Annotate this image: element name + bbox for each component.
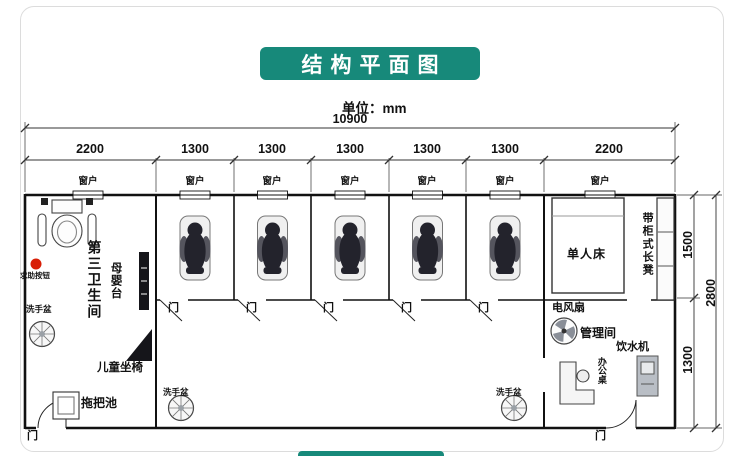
squat-toilet-icon — [179, 215, 211, 281]
stall-door-label: 门 — [478, 302, 489, 314]
wash-basin-label: 洗手盆 — [26, 304, 52, 314]
squat-toilet-icon — [489, 215, 521, 281]
dim-segment: 2200 — [76, 142, 104, 156]
bench-label: 带柜式长凳 — [641, 212, 654, 277]
baby-table-icon — [139, 252, 149, 310]
dim-side-total: 2800 — [704, 278, 719, 307]
window-label: 窗户 — [590, 176, 610, 187]
entry-door-label: 门 — [27, 430, 38, 442]
fan-icon — [550, 317, 579, 346]
accessible-toilet-icon — [37, 198, 97, 248]
dim-segment: 1300 — [336, 142, 364, 156]
bench-icon — [656, 197, 675, 301]
dim-segment: 1300 — [258, 142, 286, 156]
fan-label: 电风扇 — [552, 302, 585, 314]
management-room-label: 管理间 — [580, 326, 617, 340]
dimension-lines — [20, 122, 722, 433]
window-label: 窗户 — [78, 176, 98, 187]
wash-basin-label: 洗手盆 — [163, 387, 189, 397]
water-dispenser-icon — [636, 355, 659, 397]
dim-segment: 1300 — [491, 142, 519, 156]
dim-segment: 1300 — [413, 142, 441, 156]
mop-pool-label: 拖把池 — [81, 396, 118, 410]
squat-toilet-icon — [334, 215, 366, 281]
unit-label: 单位：mm — [342, 101, 407, 116]
wash-basin-icon — [500, 394, 528, 422]
help-button-icon — [30, 258, 42, 270]
squat-toilet-icon — [256, 215, 289, 281]
stall-door-label: 门 — [401, 302, 412, 314]
wash-basin-icon — [167, 394, 195, 422]
wash-basin-icon — [28, 320, 56, 348]
help-button-label: 求助按钮 — [20, 271, 50, 280]
desk-label: 办公桌 — [596, 357, 607, 384]
stall-door-label: 门 — [323, 302, 334, 314]
bed-label: 单人床 — [567, 247, 607, 261]
dim-segment: 2200 — [595, 142, 623, 156]
dim-segment: 1300 — [181, 142, 209, 156]
wash-basin-label: 洗手盆 — [496, 387, 522, 397]
stall-door-label: 门 — [168, 302, 179, 314]
dim-side-lower: 1300 — [681, 345, 696, 374]
squat-toilet-icon — [411, 215, 444, 281]
child-seat-icon — [126, 329, 152, 361]
desk-icon — [559, 361, 595, 405]
window-label: 窗户 — [262, 176, 282, 187]
child-seat-label: 儿童坐椅 — [97, 362, 143, 374]
window-label: 窗户 — [340, 176, 360, 187]
third-restroom-name: 第三卫生间 — [86, 240, 103, 320]
window-label: 窗户 — [417, 176, 437, 187]
mop-pool-icon — [52, 391, 80, 420]
stall-door-label: 门 — [246, 302, 257, 314]
window-label: 窗户 — [495, 176, 515, 187]
bed-icon — [551, 197, 625, 294]
baby-table-label: 母婴台 — [109, 262, 122, 300]
window-symbols — [72, 190, 616, 200]
window-label: 窗户 — [185, 176, 205, 187]
page-title: 结构平面图 — [260, 47, 480, 80]
dim-side-upper: 1500 — [681, 230, 696, 259]
next-section-banner-peek — [298, 451, 444, 456]
water-dispenser-label: 饮水机 — [616, 341, 649, 353]
entry-door-label: 门 — [595, 430, 606, 442]
dim-total-width: 10900 — [332, 112, 368, 126]
